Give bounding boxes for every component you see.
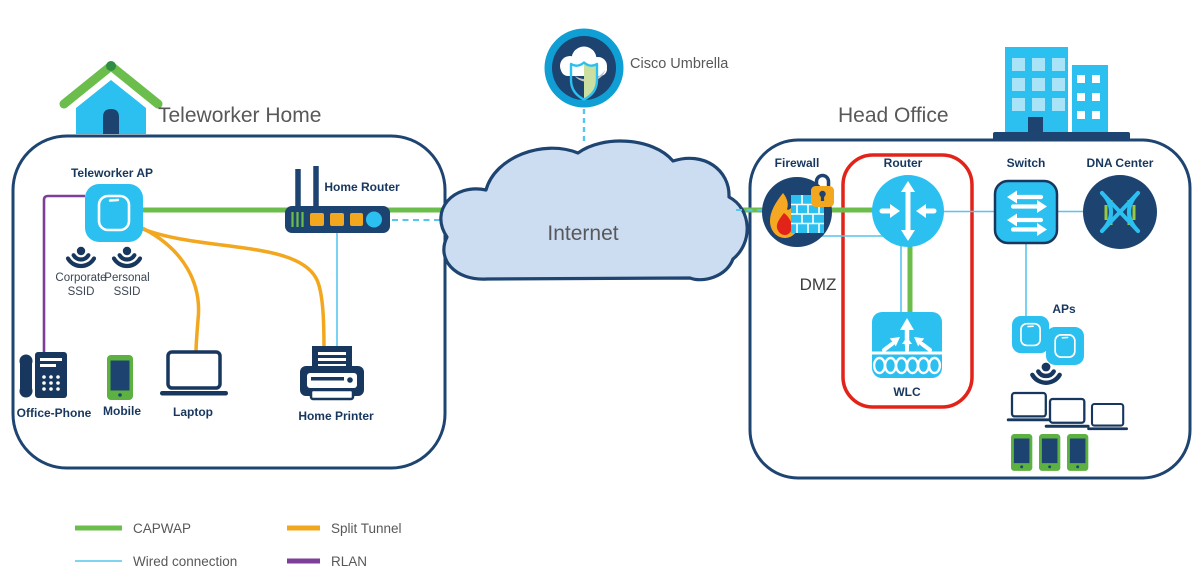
- cisco-umbrella-icon: [544, 28, 624, 108]
- head-office-title: Head Office: [838, 104, 949, 127]
- teleworker-home-title: Teleworker Home: [158, 104, 321, 127]
- corporate-ssid-wifi-icon: [68, 247, 94, 266]
- rlan-line: [42, 194, 85, 352]
- teleworker-ap-icon: [83, 182, 145, 244]
- office-phone-icon-3: [1067, 434, 1089, 471]
- office-laptop-icon-3: [1086, 402, 1130, 432]
- firewall-icon: [762, 173, 834, 247]
- personal-ssid-wifi-icon: [114, 247, 140, 266]
- office-ap-icon-1: [1011, 315, 1050, 354]
- legend-wired-label: Wired connection: [133, 554, 237, 569]
- router-icon: [872, 175, 944, 247]
- office-laptop-icon-1: [1005, 391, 1053, 423]
- office-buildings-icon: [993, 47, 1130, 141]
- personal-ssid-label-1: Personal: [104, 272, 149, 284]
- dmz-label: DMZ: [800, 275, 837, 294]
- legend-split-tunnel-label: Split Tunnel: [331, 521, 402, 536]
- dna-center-label: DNA Center: [1087, 156, 1154, 170]
- legend-rlan-label: RLAN: [331, 554, 367, 569]
- teleworker-ap-label: Teleworker AP: [71, 166, 153, 180]
- office-wifi-icon: [1032, 363, 1059, 383]
- corporate-ssid-label-1: Corporate: [55, 272, 106, 284]
- house-icon: [59, 61, 163, 134]
- wlc-icon: [872, 312, 942, 378]
- office-phone-label: Office-Phone: [17, 406, 92, 420]
- head-office-box: [748, 138, 1192, 480]
- split-tunnel-line-laptop: [137, 224, 201, 353]
- office-phone-icon-1: [1011, 434, 1033, 471]
- legend: CAPWAP Split Tunnel Wired connection RLA…: [75, 521, 402, 569]
- switch-label: Switch: [1007, 156, 1046, 170]
- mobile-label: Mobile: [103, 404, 141, 418]
- lock-icon: [811, 173, 834, 207]
- dna-center-icon: [1083, 175, 1157, 249]
- office-phone-icon: [19, 352, 67, 398]
- office-phone-icon-2: [1039, 434, 1061, 471]
- split-tunnel-line-printer: [139, 226, 326, 353]
- legend-capwap-label: CAPWAP: [133, 521, 191, 536]
- office-laptop-icon-2: [1043, 397, 1091, 429]
- switch-icon: [993, 179, 1059, 245]
- laptop-icon: [158, 350, 230, 398]
- home-printer-icon: [300, 346, 364, 401]
- wlc-label: WLC: [893, 385, 921, 399]
- laptop-label: Laptop: [173, 405, 213, 419]
- personal-ssid-label-2: SSID: [114, 286, 141, 298]
- home-printer-label: Home Printer: [298, 409, 374, 423]
- cisco-umbrella-label: Cisco Umbrella: [630, 56, 729, 72]
- dmz-red-box: [841, 153, 974, 409]
- router-label: Router: [884, 156, 923, 170]
- home-router-icon: [285, 166, 390, 233]
- internet-label: Internet: [547, 222, 618, 245]
- home-router-label: Home Router: [324, 180, 400, 194]
- corporate-ssid-label-2: SSID: [68, 286, 95, 298]
- office-ap-icon-2: [1045, 326, 1085, 366]
- aps-label: APs: [1052, 302, 1076, 316]
- internet-cloud: Internet: [439, 139, 749, 282]
- firewall-label: Firewall: [775, 156, 820, 170]
- teleworker-home-box: [11, 134, 447, 470]
- mobile-icon: [107, 355, 133, 400]
